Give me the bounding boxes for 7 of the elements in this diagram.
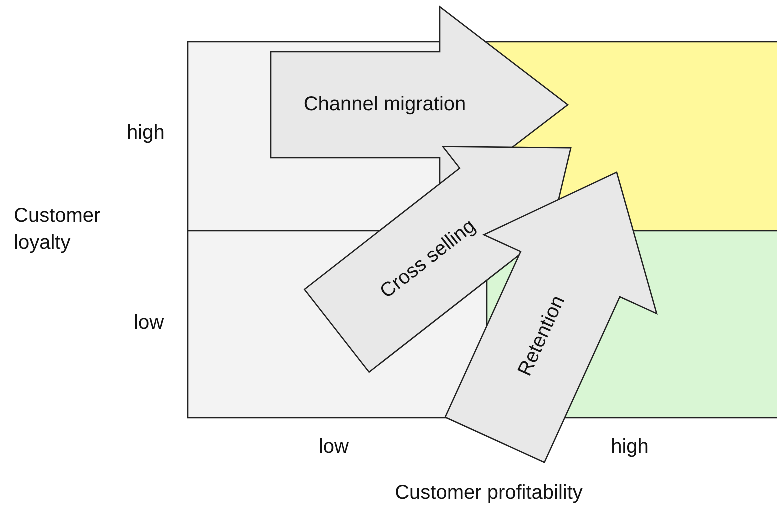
axis-label: Customer loyalty [14,204,102,256]
axis-label: low [319,435,349,460]
axis-label: high [611,435,649,460]
arrow-label: Channel migration [304,94,466,116]
axis-label: Customer profitability [395,481,583,506]
axis-label: low [134,311,164,336]
axis-label: high [127,121,165,146]
